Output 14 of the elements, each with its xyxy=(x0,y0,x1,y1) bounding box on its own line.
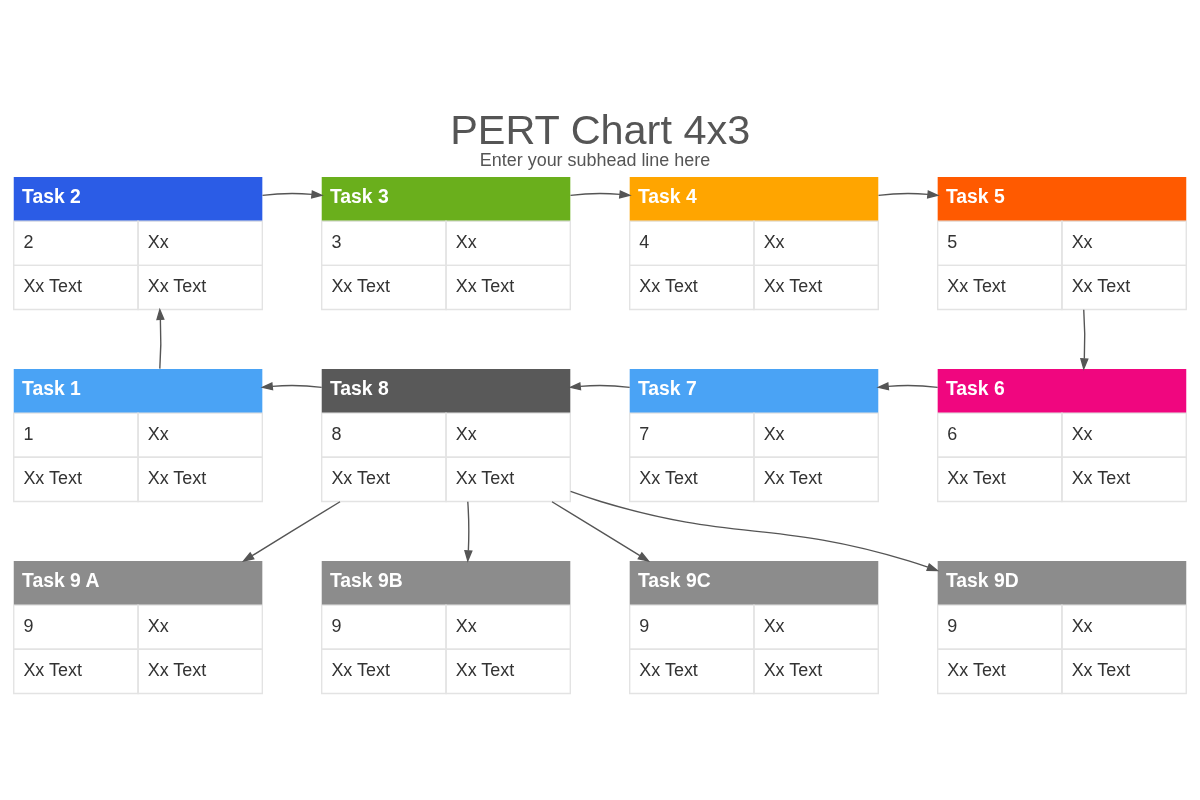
arrow xyxy=(551,501,651,562)
arrow xyxy=(260,381,323,391)
arrow xyxy=(569,189,632,199)
arrow xyxy=(156,307,165,370)
arrow xyxy=(569,490,940,572)
arrow xyxy=(877,189,940,199)
arrow xyxy=(464,501,473,563)
arrow xyxy=(1080,309,1089,371)
arrow xyxy=(261,189,324,199)
arrow xyxy=(876,381,939,391)
arrow xyxy=(568,381,631,391)
arrow xyxy=(241,501,341,562)
diagram-title: PERT Chart 4x3 xyxy=(450,105,751,153)
caption: Enter your subhead line here xyxy=(479,150,711,171)
